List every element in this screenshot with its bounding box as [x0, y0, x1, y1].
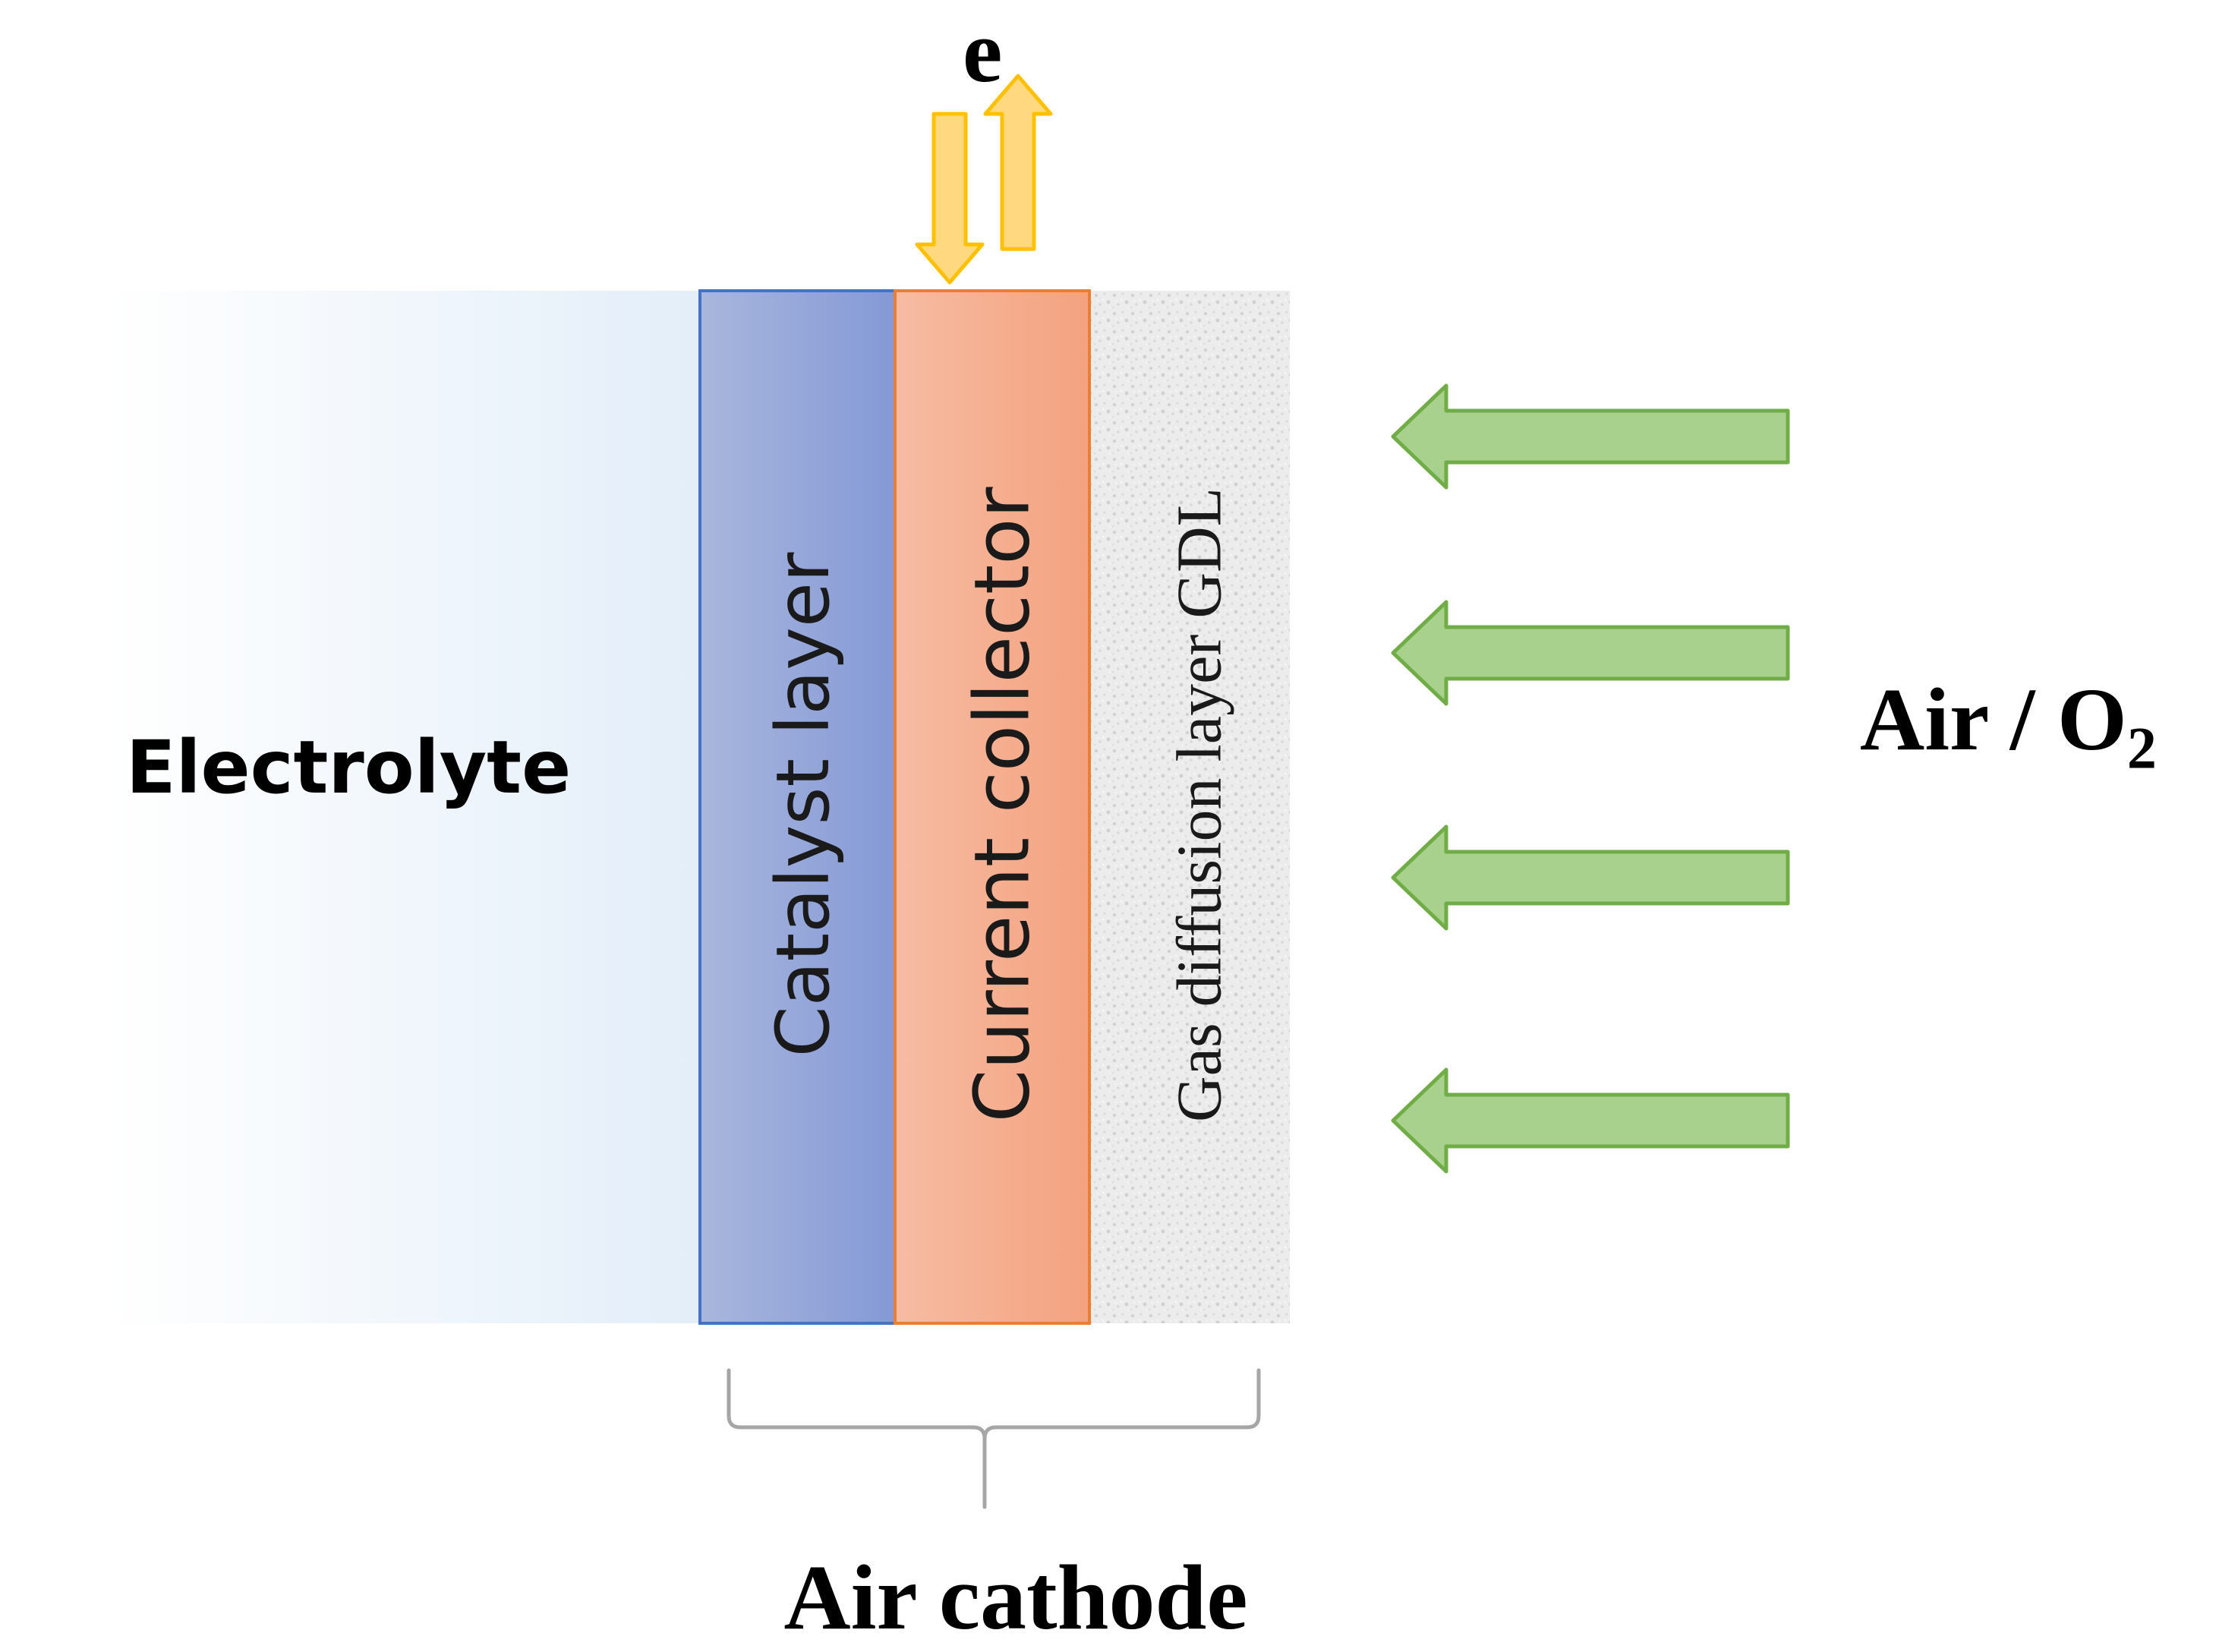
- air-cathode-brace: [727, 1368, 1261, 1509]
- electrolyte-region: [106, 291, 700, 1323]
- gas-diffusion-layer: [1091, 291, 1290, 1323]
- air-arrow: [1391, 1067, 1790, 1174]
- current-collector: [894, 289, 1091, 1325]
- electron-up-arrow: [983, 74, 1053, 251]
- electrolyte-label: Electrolyte: [126, 725, 572, 810]
- gas-diffusion-layer-label: Gas diffusion layer GDL: [1164, 487, 1235, 1122]
- air-arrow: [1391, 383, 1790, 490]
- catalyst-layer-label: Catalyst layer: [761, 552, 846, 1058]
- catalyst-layer: [698, 289, 897, 1325]
- air-oxygen-label: Air / O2: [1860, 668, 2157, 783]
- air-oxygen-text: Air / O: [1860, 670, 2127, 769]
- air-arrows: [1391, 383, 1790, 1174]
- air-arrow: [1391, 824, 1790, 931]
- air-arrow: [1391, 600, 1790, 706]
- current-collector-label: Current collector: [957, 487, 1047, 1123]
- electron-label: e: [963, 2, 1003, 101]
- electron-down-arrow: [915, 112, 985, 285]
- oxygen-subscript: 2: [2126, 714, 2157, 781]
- air-cathode-label: Air cathode: [783, 1546, 1248, 1649]
